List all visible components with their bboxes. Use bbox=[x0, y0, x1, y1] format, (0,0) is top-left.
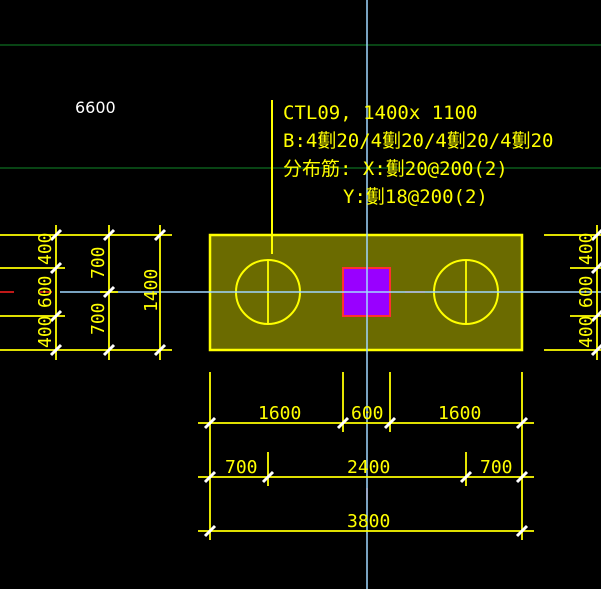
dim-left-400-top: 400 bbox=[35, 232, 56, 265]
annotation-line-4: Y:劐18@200(2) bbox=[343, 186, 488, 208]
dim-left-600: 600 bbox=[35, 275, 56, 308]
annotation-line-3: 分布筋: X:劐20@200(2) bbox=[283, 158, 508, 180]
dim-bottom-2400: 2400 bbox=[347, 457, 390, 478]
dim-left-1400: 1400 bbox=[141, 269, 162, 312]
dim-bottom-1600-left: 1600 bbox=[258, 403, 301, 424]
dim-left-700-bottom: 700 bbox=[88, 302, 109, 335]
grid-label: 6600 bbox=[75, 98, 116, 117]
dim-left-700-top: 700 bbox=[88, 246, 109, 279]
dim-right-600: 600 bbox=[576, 275, 597, 308]
dim-bottom-600: 600 bbox=[351, 403, 384, 424]
dim-bottom-700-left: 700 bbox=[225, 457, 258, 478]
annotation-line-2: B:4劐20/4劐20/4劐20/4劐20 bbox=[283, 130, 553, 152]
dim-bottom-700-right: 700 bbox=[480, 457, 513, 478]
dims-bottom-lines bbox=[198, 372, 534, 540]
dim-left-400-bottom: 400 bbox=[35, 315, 56, 348]
dim-bottom-3800: 3800 bbox=[347, 511, 390, 532]
dim-bottom-1600-right: 1600 bbox=[438, 403, 481, 424]
dim-right-400-bottom: 400 bbox=[576, 315, 597, 348]
dim-right-400-top: 400 bbox=[576, 232, 597, 265]
annotation-line-1: CTL09, 1400x 1100 bbox=[283, 102, 477, 124]
